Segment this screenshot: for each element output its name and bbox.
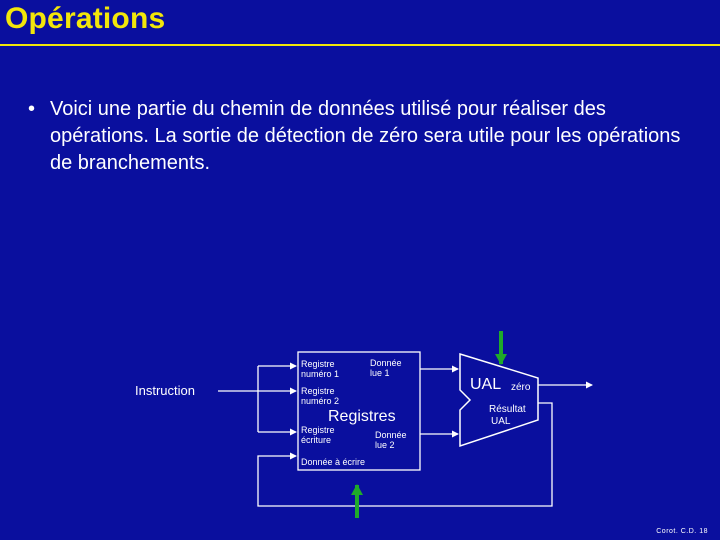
alu-result-label-line1: Résultat	[489, 404, 526, 415]
bullet-icon: •	[28, 98, 36, 120]
read-data1-label-line2: lue 1	[370, 368, 390, 378]
alu-label: UAL	[470, 376, 501, 393]
title-bar: Opérations	[0, 0, 720, 46]
instruction-label: Instruction	[135, 383, 195, 398]
read-data1-label-line1: Donnée	[370, 358, 402, 368]
write-reg-label-line1: Registre	[301, 425, 335, 435]
wire-result-feedback	[257, 402, 553, 507]
read-data2-label-line1: Donnée	[375, 430, 407, 440]
read-reg2-label-line2: numéro 2	[301, 396, 339, 406]
read-data2-label-line2: lue 2	[375, 440, 395, 450]
alu-result-label-line2: UAL	[491, 416, 511, 427]
register-file-box	[297, 351, 421, 471]
write-data-label: Donnée à écrire	[301, 457, 365, 467]
registers-title: Registres	[328, 408, 396, 425]
read-reg2-label-line1: Registre	[301, 386, 335, 396]
bullet-item: • Voici une partie du chemin de données …	[28, 96, 708, 177]
read-reg1-label-line2: numéro 1	[301, 369, 339, 379]
slide-title: Opérations	[5, 2, 166, 35]
bullet-text: Voici une partie du chemin de données ut…	[50, 98, 681, 174]
footer-credit: Corot. C.D. 18	[656, 528, 708, 535]
alu-shape	[459, 352, 539, 448]
zero-label: zéro	[511, 382, 531, 393]
write-reg-label-line2: écriture	[301, 435, 331, 445]
read-reg1-label-line1: Registre	[301, 359, 335, 369]
